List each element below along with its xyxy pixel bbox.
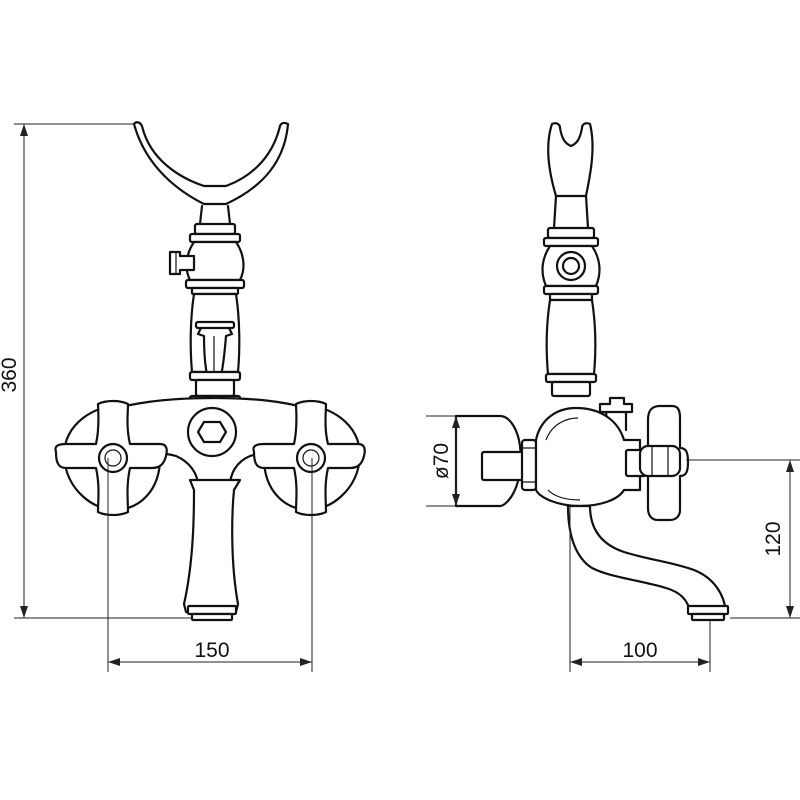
dim-label-70: ø70 [430, 443, 453, 479]
right-handle-hub [295, 442, 327, 474]
side-cradle [547, 122, 594, 198]
side-aerator [690, 612, 726, 622]
side-spout [566, 504, 728, 614]
side-diverter-button [598, 396, 634, 414]
inlet-connector [480, 450, 528, 482]
bulb-collar [184, 278, 246, 290]
diverter-knob [168, 250, 196, 276]
dim-label-150: 150 [194, 639, 229, 662]
left-handle-hub [97, 442, 129, 474]
side-mixer-body [534, 406, 642, 508]
side-riser-body [545, 298, 597, 376]
front-view [54, 121, 366, 622]
front-spout [182, 478, 242, 614]
front-aerator [190, 612, 234, 622]
side-handle-hub [638, 444, 682, 478]
side-view [454, 122, 730, 622]
dim-label-360: 360 [0, 357, 21, 392]
riser-collar-ring [188, 232, 242, 244]
dimension-lines [14, 123, 800, 672]
dim-label-100: 100 [622, 639, 657, 662]
riser-collar-top [193, 222, 237, 236]
dim-label-120: 120 [762, 521, 785, 556]
center-hex-nut [196, 420, 228, 444]
upper-riser [198, 204, 232, 226]
shower-cradle [132, 121, 290, 206]
side-port [561, 256, 581, 276]
